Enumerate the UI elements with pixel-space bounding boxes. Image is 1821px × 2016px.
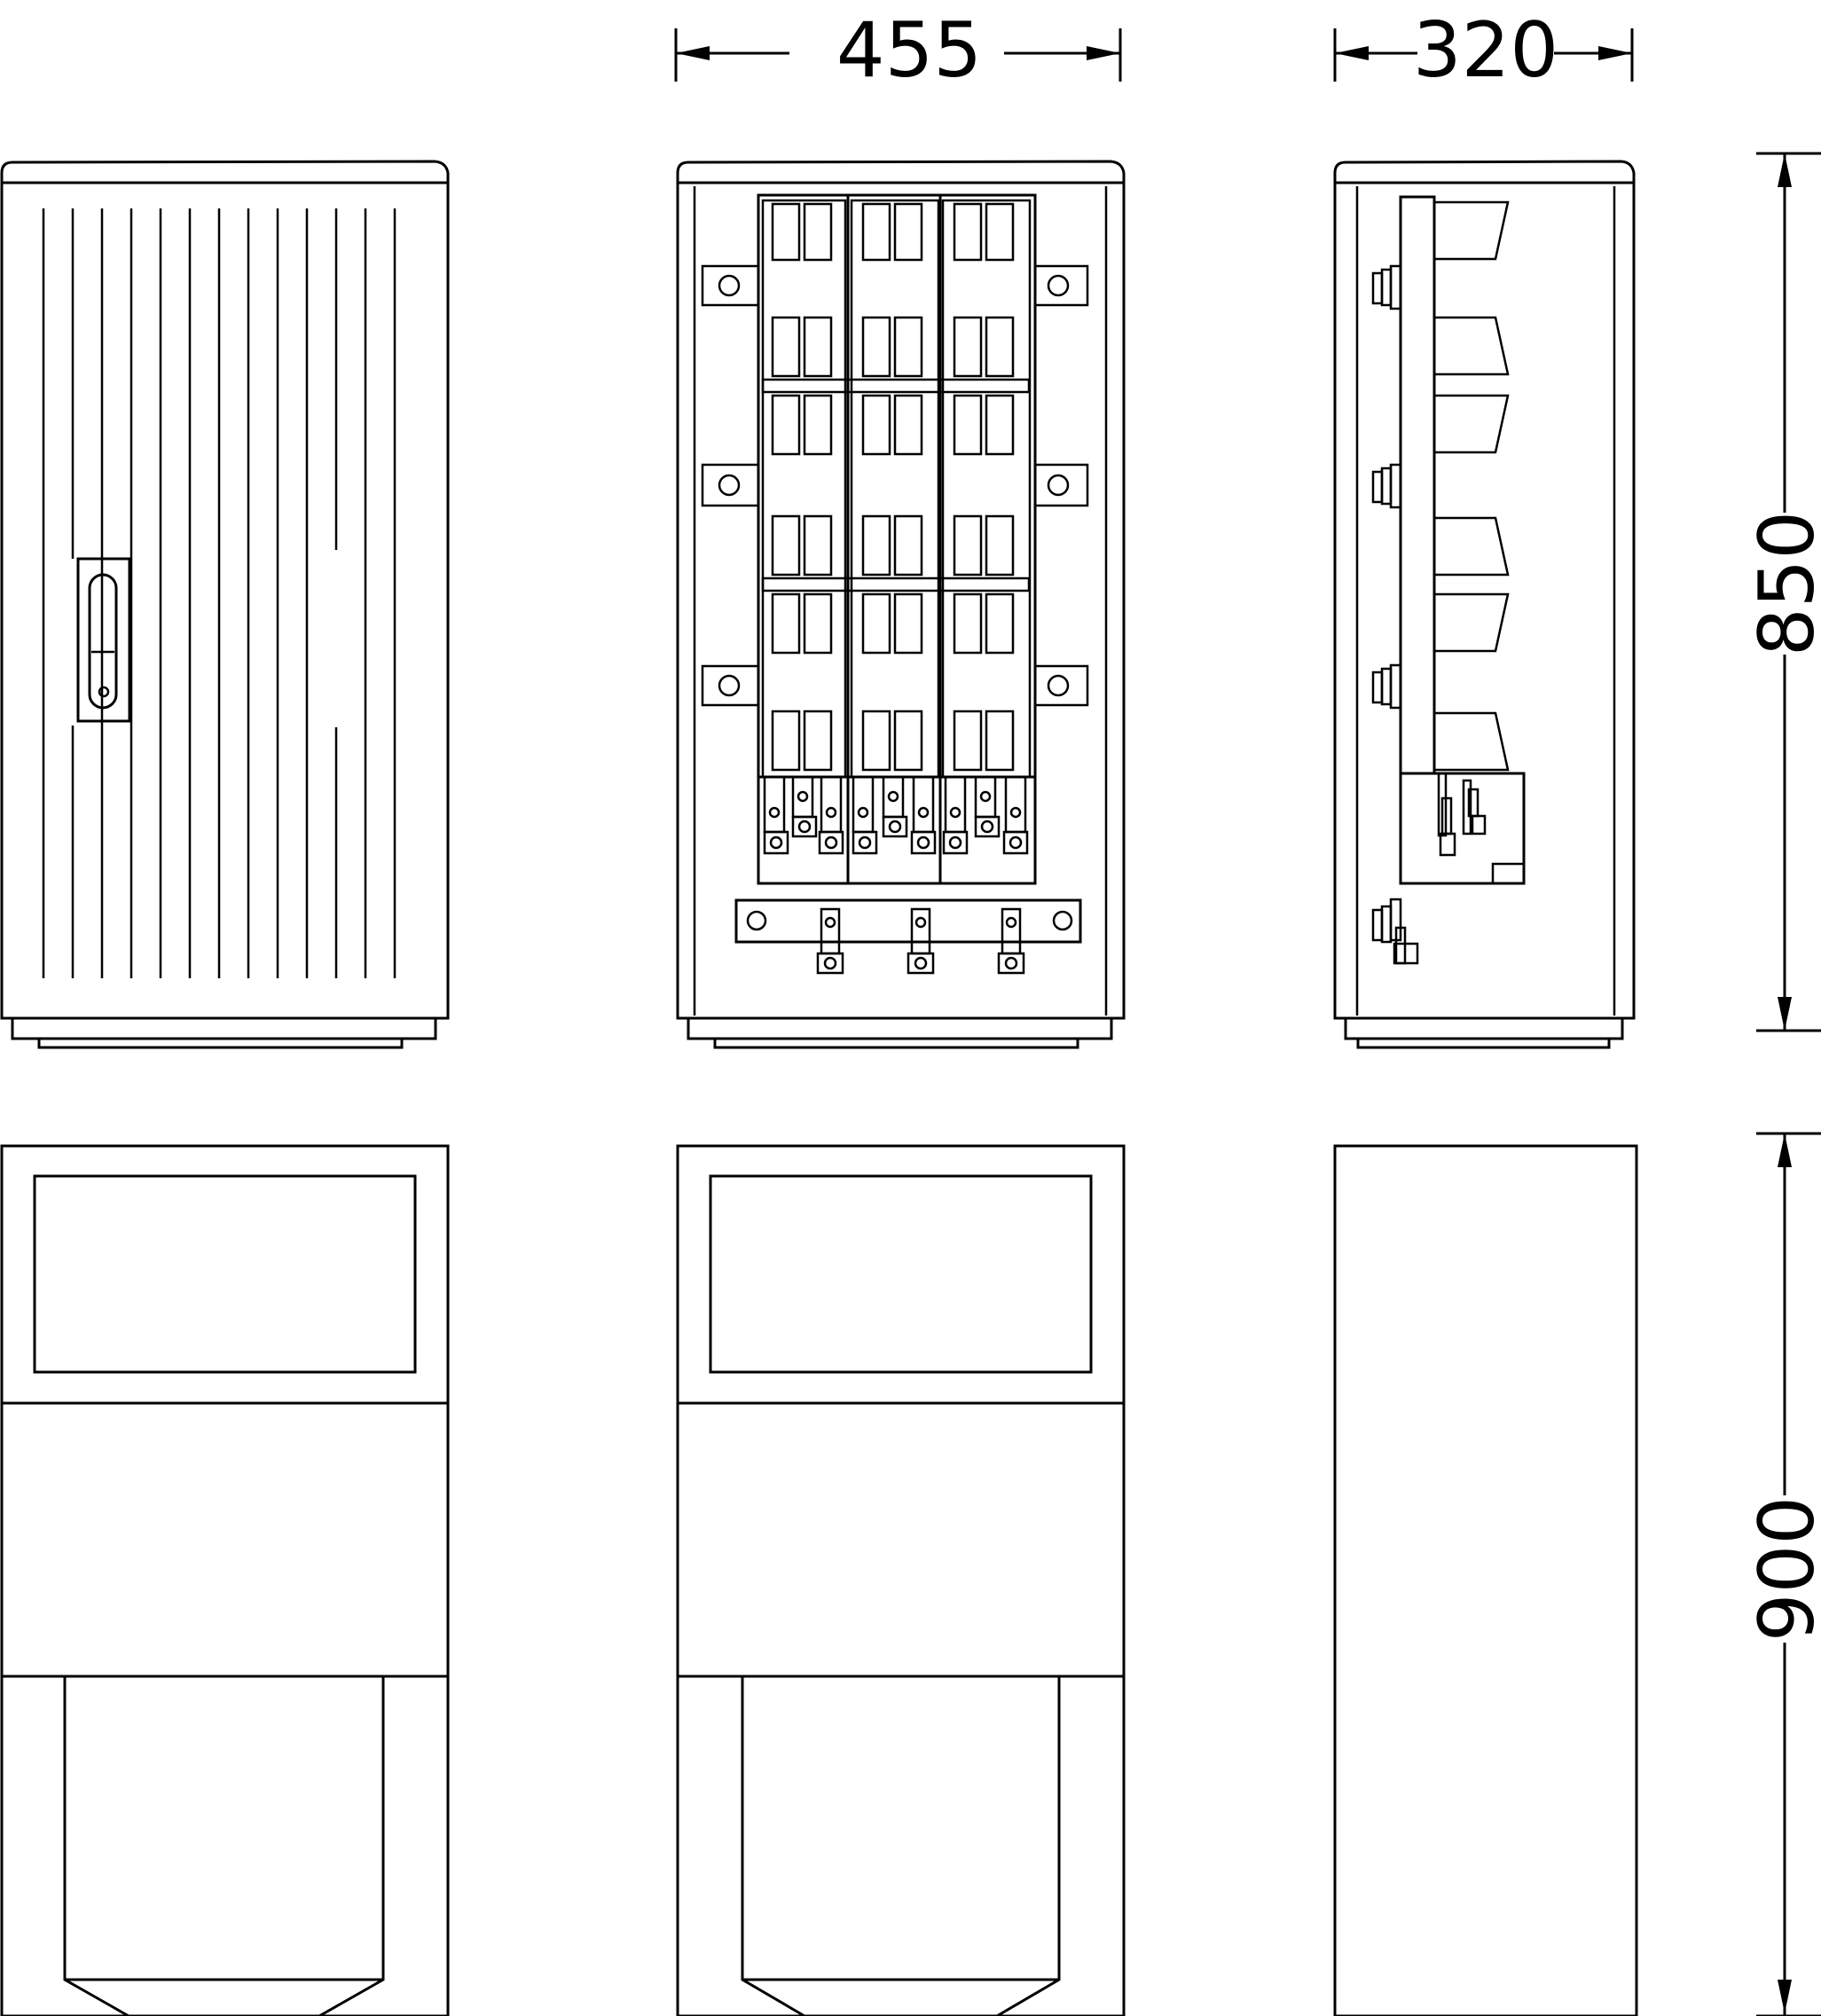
fuse-blades-side	[1434, 200, 1510, 772]
mounting-rail	[1399, 195, 1436, 775]
view-base-front	[0, 1144, 450, 2016]
rail-brackets-side	[1371, 264, 1419, 965]
view-front-door-closed	[0, 160, 450, 1049]
terminal-clamps	[763, 775, 1029, 855]
dimension-height-850: 850	[1743, 152, 1821, 1032]
view-front-door-open	[676, 160, 1126, 1049]
dimension-label-850: 850	[1743, 511, 1821, 656]
dimension-depth-320: 320	[1333, 6, 1634, 95]
fuse-switch-disconnectors	[757, 193, 1037, 885]
door-handle-icon[interactable]	[76, 557, 131, 723]
dimension-height-900: 900	[1743, 1132, 1821, 2016]
dimension-label-455: 455	[836, 6, 982, 95]
door-ribs	[42, 208, 396, 978]
fuse-windows	[771, 202, 1015, 772]
pen-busbar	[734, 898, 1082, 975]
dimension-label-320: 320	[1413, 6, 1558, 95]
view-side-section	[1333, 160, 1636, 1049]
view-base-front-open	[676, 1144, 1126, 2016]
dimension-width-455: 455	[674, 6, 1122, 95]
clamp-block-side	[1399, 772, 1526, 885]
dimension-label-900: 900	[1743, 1496, 1821, 1642]
view-base-side	[1333, 1144, 1638, 2016]
